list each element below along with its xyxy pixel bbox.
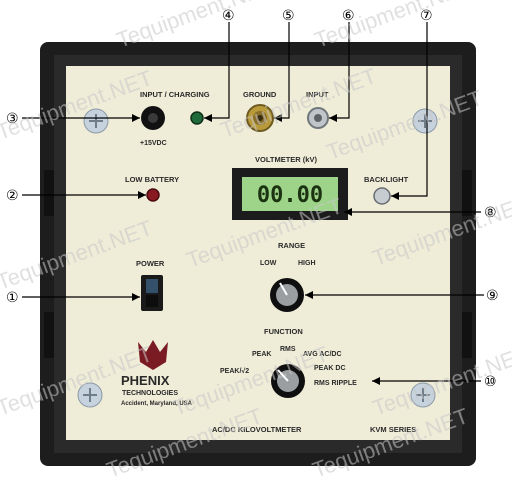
backlight-button[interactable]	[373, 187, 391, 205]
arrow-5	[274, 114, 282, 122]
series-name: KVM SERIES	[370, 425, 416, 434]
callout-1: ①	[6, 290, 19, 306]
voltmeter-label: VOLTMETER (kV)	[255, 155, 317, 164]
callout-4: ④	[222, 8, 235, 24]
right-clip-top	[462, 170, 472, 216]
function-rms-label: RMS	[280, 346, 296, 353]
brand-subtitle: TECHNOLOGIES	[122, 390, 178, 397]
screw-top-right	[412, 108, 438, 134]
callout-9: ⑨	[486, 288, 499, 304]
left-clip-bottom	[44, 312, 54, 358]
arrow-9	[305, 291, 313, 299]
low-battery-led	[146, 188, 160, 202]
function-knob[interactable]	[271, 364, 305, 398]
charging-led	[190, 111, 204, 125]
arrow-10	[372, 377, 380, 385]
arrow-7	[391, 192, 399, 200]
lcd-display: 00.00	[232, 168, 348, 220]
brand-name: PHENIX	[121, 373, 170, 388]
function-rms-ripple-label: RMS RIPPLE	[314, 380, 357, 387]
screw-bottom-left	[77, 382, 103, 408]
dc-rating-label: +15VDC	[140, 140, 167, 147]
range-knob[interactable]	[270, 278, 304, 312]
left-clip-top	[44, 170, 54, 216]
low-battery-label: LOW BATTERY	[125, 175, 179, 184]
callout-3: ③	[6, 111, 19, 127]
function-avg-label: AVG AC/DC	[303, 351, 342, 358]
callout-2: ②	[6, 188, 19, 204]
arrow-3	[132, 114, 140, 122]
input-charging-label: INPUT / CHARGING	[140, 90, 210, 99]
arrow-8	[344, 208, 352, 216]
input-connector[interactable]	[307, 107, 329, 129]
arrow-1	[132, 293, 140, 301]
right-clip-bottom	[462, 312, 472, 358]
ground-terminal[interactable]	[246, 104, 274, 132]
range-high-label: HIGH	[298, 260, 316, 267]
function-label: FUNCTION	[264, 327, 303, 336]
callout-6: ⑥	[342, 8, 355, 24]
arrow-4	[204, 114, 212, 122]
callout-line-4	[204, 22, 230, 119]
callout-line-7	[391, 22, 428, 197]
screw-top-left	[83, 108, 109, 134]
lcd-value: 00.00	[257, 183, 323, 208]
function-peak-dc-label: PEAK DC	[314, 365, 346, 372]
charging-jack[interactable]	[141, 106, 165, 130]
callout-10: ⑩	[484, 374, 497, 390]
phenix-logo: PHENIX TECHNOLOGIES Accident, Maryland, …	[121, 340, 193, 407]
backlight-label: BACKLIGHT	[364, 175, 409, 184]
range-label: RANGE	[278, 241, 305, 250]
callout-5: ⑤	[282, 8, 295, 24]
callout-7: ⑦	[420, 8, 433, 24]
ground-label: GROUND	[243, 90, 277, 99]
callout-arrows	[132, 114, 399, 385]
product-name: AC/DC KILOVOLTMETER	[212, 425, 302, 434]
power-switch[interactable]	[141, 275, 163, 311]
arrow-6	[329, 114, 337, 122]
power-label: POWER	[136, 259, 165, 268]
screw-bottom-right	[410, 382, 436, 408]
function-peak-label: PEAK	[252, 351, 271, 358]
arrow-2	[138, 191, 146, 199]
range-low-label: LOW	[260, 260, 277, 267]
input-label: INPUT	[306, 90, 329, 99]
callout-8: ⑧	[484, 205, 497, 221]
brand-location: Accident, Maryland, USA	[121, 401, 193, 407]
function-peak-rms-label: PEAK/√2	[220, 367, 249, 375]
